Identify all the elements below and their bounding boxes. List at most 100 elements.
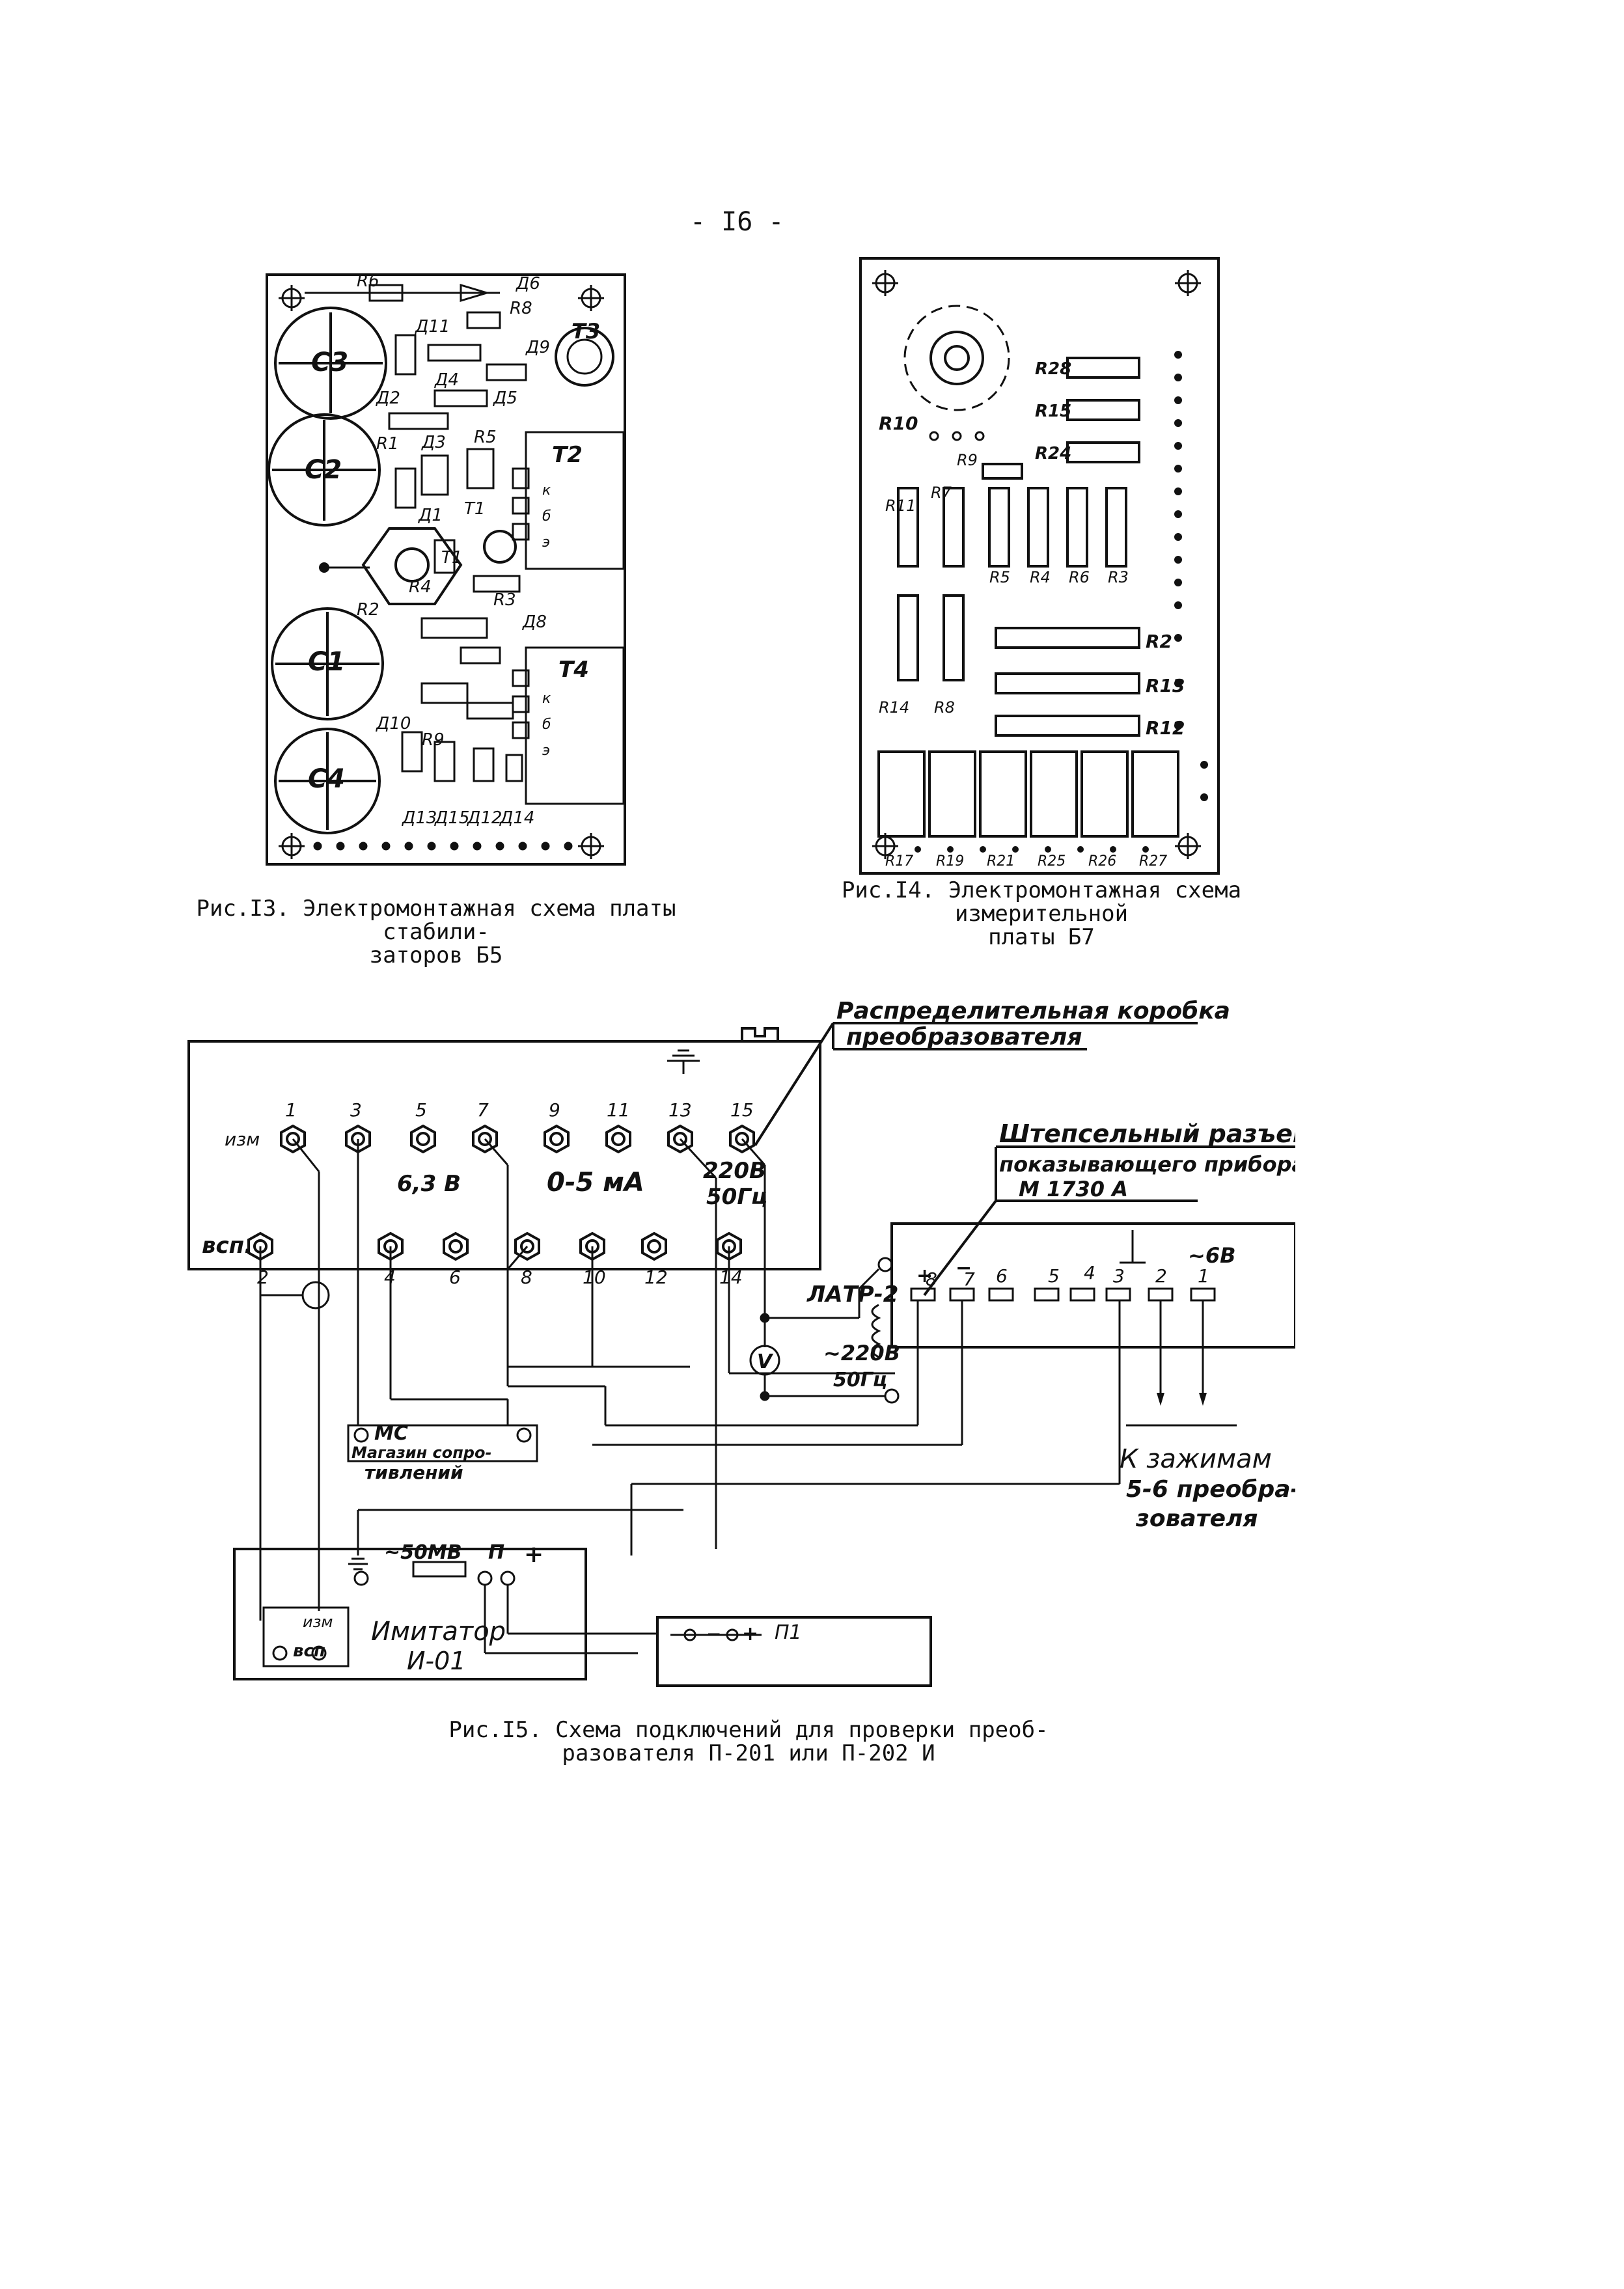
connector-pin-8: 8 [926, 1268, 937, 1290]
top-terminals [280, 1124, 755, 1154]
pin-e-t2: э [542, 534, 550, 551]
connector-pins [910, 1287, 1216, 1302]
connector-label-line2: показывающего прибора [999, 1152, 1295, 1177]
p1-outline [656, 1616, 932, 1687]
connector-pin-3: 3 [1113, 1265, 1125, 1287]
label-r9: R9 [422, 730, 445, 750]
p1-label: П1 [775, 1621, 802, 1644]
label-r8: R8 [934, 698, 955, 717]
res-r13 [995, 672, 1140, 694]
imitator-p: П [488, 1541, 504, 1564]
label-r2: R2 [1146, 631, 1172, 652]
transistor-t3-body [555, 327, 614, 387]
res-r28 [1066, 357, 1140, 379]
imitator-line2: И-01 [407, 1647, 466, 1675]
fig13-caption-line1: Рис.I3. Электромонтажная схема платы ста… [196, 896, 676, 945]
imitator-terminal-box [262, 1606, 350, 1667]
fig13-board-outline [266, 273, 626, 866]
fig13-diagram: С3 С2 С1 С4 R6 R8 R1 R [266, 273, 626, 866]
label-r6: R6 [357, 273, 379, 291]
connector-label-line3: М 1730 А [1019, 1177, 1128, 1201]
label-r17: R17 [885, 853, 913, 870]
connector-pin-1: 1 [1198, 1265, 1209, 1287]
fig14-caption-line2: платы Б7 [988, 924, 1095, 950]
terminal-label-12: 12 [644, 1267, 668, 1288]
res-r9 [982, 463, 1023, 480]
terminal-label-13: 13 [668, 1099, 692, 1121]
mc-desc-line2: тивлений [365, 1462, 463, 1483]
label-r3: R3 [1108, 568, 1129, 586]
imitator-izm: изм [303, 1613, 333, 1631]
label-t1b: Т1 [441, 548, 462, 568]
label-r26: R26 [1088, 853, 1116, 870]
label-r28: R28 [1035, 359, 1071, 379]
latr-220v: ~220В [823, 1341, 900, 1365]
res-r2 [995, 627, 1140, 649]
label-r14: R14 [879, 698, 909, 717]
label-r27: R27 [1139, 853, 1167, 870]
fig15-caption-line1: Рис.I5. Схема подключений для проверки п… [448, 1717, 1049, 1743]
terminal-label-1: 1 [285, 1099, 297, 1121]
p1-minus: − [706, 1623, 721, 1645]
p1-plus: + [742, 1623, 758, 1645]
box-label-line1: Распределительная коробка [836, 998, 1230, 1024]
terminal-label-7: 7 [477, 1099, 489, 1121]
terminal-label-5: 5 [415, 1099, 427, 1121]
label-c3: С3 [311, 348, 348, 377]
clamp-line3: зователя [1135, 1505, 1258, 1532]
mc-label: МС [374, 1422, 408, 1445]
label-d8: Д8 [522, 612, 547, 632]
res-r24 [1066, 441, 1140, 463]
label-d12: Д12 [467, 808, 502, 828]
connector-minus: − [956, 1257, 972, 1280]
junction-box-outline [187, 1040, 821, 1270]
label-d13: Д13 [402, 808, 437, 828]
label-r6: R6 [1069, 568, 1090, 586]
label-220v: 220В [703, 1158, 766, 1184]
terminal-label-9: 9 [549, 1099, 560, 1121]
connector-label-line1: Штепсельный разъем [999, 1119, 1295, 1148]
page-number: - I6 - [690, 207, 784, 237]
connector-pin-4: 4 [1084, 1262, 1095, 1283]
label-d3: Д3 [421, 433, 446, 452]
label-t3: Т3 [571, 319, 600, 344]
label-d6: Д6 [516, 274, 540, 294]
junction-box-tab [741, 1027, 779, 1041]
connector-pin-6: 6 [996, 1265, 1008, 1287]
label-d4: Д4 [434, 370, 459, 390]
transistor-t1-body [483, 530, 517, 564]
fig14-board-outline [859, 257, 1220, 875]
pin-k-t4: к [542, 691, 551, 707]
terminal-label-3: 3 [350, 1099, 362, 1121]
fig13-caption-line2: заторов Б5 [369, 942, 503, 968]
label-d1: Д1 [418, 506, 443, 525]
label-r15: R15 [1035, 402, 1071, 421]
label-d15: Д15 [434, 808, 469, 828]
label-r19: R19 [936, 853, 964, 870]
terminal-label-14: 14 [719, 1267, 743, 1288]
terminal-label-2: 2 [257, 1267, 269, 1288]
imitator-line1: Имитатор [371, 1617, 506, 1647]
label-r2: R2 [357, 600, 379, 620]
label-d10: Д10 [376, 714, 411, 733]
terminal-label-8: 8 [521, 1267, 532, 1288]
fig14-caption-line1: Рис.I4. Электромонтажная схема измерител… [841, 877, 1242, 927]
label-0-5ma: 0-5 мА [547, 1168, 644, 1198]
label-t2: Т2 [552, 442, 583, 468]
label-izm: изм [225, 1129, 260, 1150]
clamp-line1: К зажимам [1120, 1444, 1272, 1474]
voltmeter-label: V [757, 1350, 774, 1373]
terminal-label-11: 11 [607, 1099, 630, 1121]
label-d5: Д5 [493, 389, 517, 408]
label-r25: R25 [1038, 853, 1066, 870]
pin-e-t4: э [542, 743, 550, 759]
label-r9: R9 [957, 451, 978, 469]
terminal-label-15: 15 [730, 1099, 754, 1121]
imitator-plus: + [524, 1541, 544, 1568]
pin-k-t2: к [542, 482, 551, 499]
terminal-label-4: 4 [384, 1267, 396, 1288]
res-r12 [995, 715, 1140, 737]
label-r12: R12 [1146, 717, 1185, 739]
imitator-50mv: ~50МВ [384, 1541, 462, 1564]
bottom-terminals [247, 1231, 742, 1261]
